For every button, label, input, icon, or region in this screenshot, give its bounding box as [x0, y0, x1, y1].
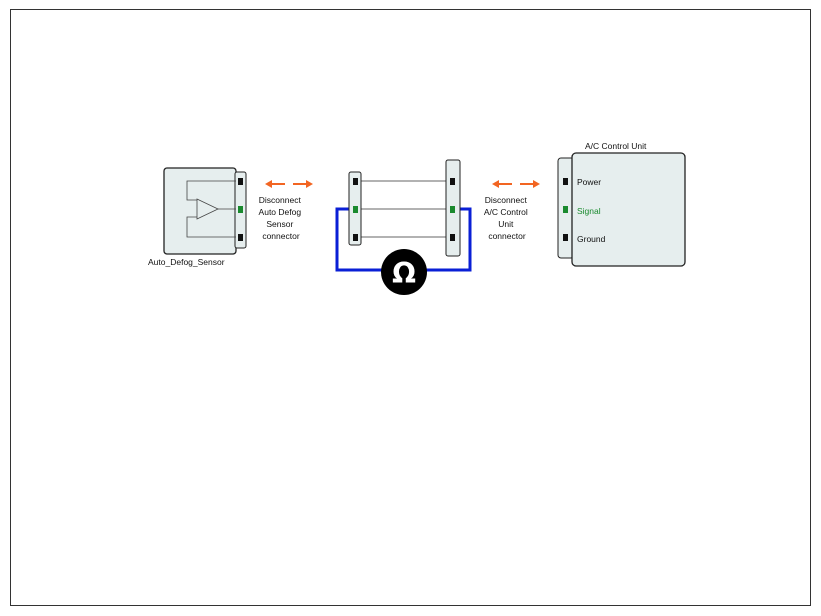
right-disconnect-arrows	[492, 180, 540, 188]
sensor-pin-3	[238, 234, 243, 241]
right-disconnect-instruction: Disconnect A/C Control Unit connector	[484, 195, 530, 241]
control-unit-pin-signal	[563, 206, 568, 213]
left-instruction-line-3: Sensor	[266, 219, 293, 229]
left-instruction-line-2: Auto Defog	[259, 207, 302, 217]
harness-left-pin-3	[353, 234, 358, 241]
control-unit-pin-power	[563, 178, 568, 185]
pin-label-ground: Ground	[577, 234, 606, 244]
left-instruction-line-1: Disconnect	[259, 195, 302, 205]
right-instruction-line-1: Disconnect	[485, 195, 528, 205]
harness-section: Ω	[335, 159, 472, 295]
harness-left-pin-1	[353, 178, 358, 185]
harness-right-pin-3	[450, 234, 455, 241]
pin-label-signal: Signal	[577, 206, 601, 216]
amplifier-symbol	[186, 180, 236, 238]
right-instruction-line-3: Unit	[498, 219, 514, 229]
harness-right-pin-1	[450, 178, 455, 185]
diagram-frame	[10, 9, 811, 606]
ac-control-unit: A/C Control Unit Power Signal Ground	[557, 141, 686, 267]
control-unit-title: A/C Control Unit	[585, 141, 647, 151]
sensor-pin-1	[238, 178, 243, 185]
control-unit-pin-ground	[563, 234, 568, 241]
right-instruction-line-2: A/C Control	[484, 207, 528, 217]
auto-defog-sensor: Auto_Defog_Sensor	[148, 167, 247, 267]
ohm-symbol: Ω	[392, 257, 416, 290]
harness-left-pin-signal	[353, 206, 358, 213]
pin-label-power: Power	[577, 177, 601, 187]
left-disconnect-instruction: Disconnect Auto Defog Sensor connector	[259, 195, 304, 241]
ohmmeter-icon	[381, 249, 427, 295]
right-instruction-line-4: connector	[488, 231, 525, 241]
sensor-pin-signal	[238, 206, 243, 213]
sensor-label: Auto_Defog_Sensor	[148, 257, 225, 267]
control-unit-body	[571, 152, 686, 267]
left-disconnect-arrows	[265, 180, 313, 188]
harness-right-pin-signal	[450, 206, 455, 213]
left-instruction-line-4: connector	[262, 231, 299, 241]
